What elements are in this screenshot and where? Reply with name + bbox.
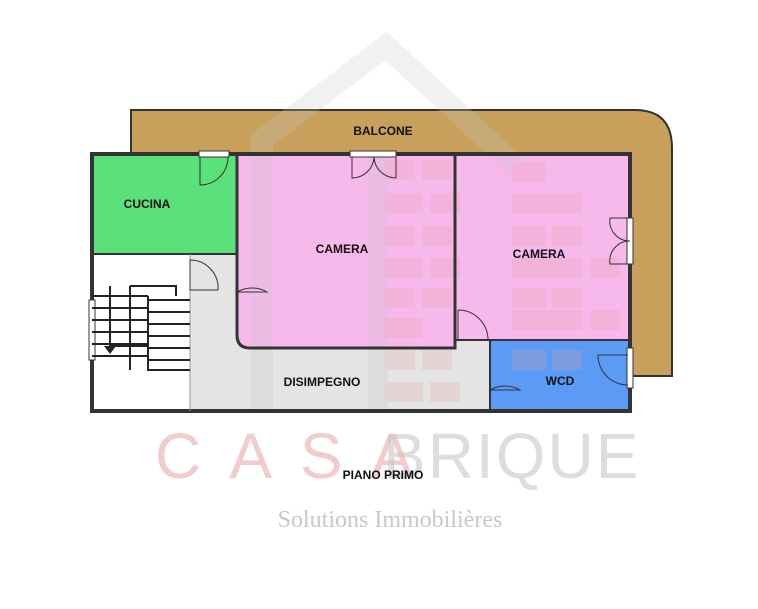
room-camera-2 [455, 155, 629, 340]
stair-direction-arrow-icon [104, 346, 116, 354]
door-swings [189, 156, 631, 391]
watermark-brand-brique: BRIQUE [383, 420, 640, 492]
label-cucina: CUCINA [124, 197, 171, 211]
staircase [92, 285, 190, 371]
label-camera-1: CAMERA [316, 242, 369, 256]
plan-title: PIANO PRIMO [343, 468, 424, 482]
label-camera-2: CAMERA [513, 247, 566, 261]
room-camera-1 [237, 155, 455, 348]
label-balcone: BALCONE [353, 124, 412, 138]
label-disimpegno: DISIMPEGNO [284, 375, 361, 389]
watermark-tagline: Solutions Immobilières [278, 507, 503, 533]
room-cucina [93, 155, 236, 254]
watermark-logo [251, 31, 620, 410]
watermark-brand-casa: CASA [155, 420, 441, 492]
label-wcd: WCD [546, 374, 575, 388]
